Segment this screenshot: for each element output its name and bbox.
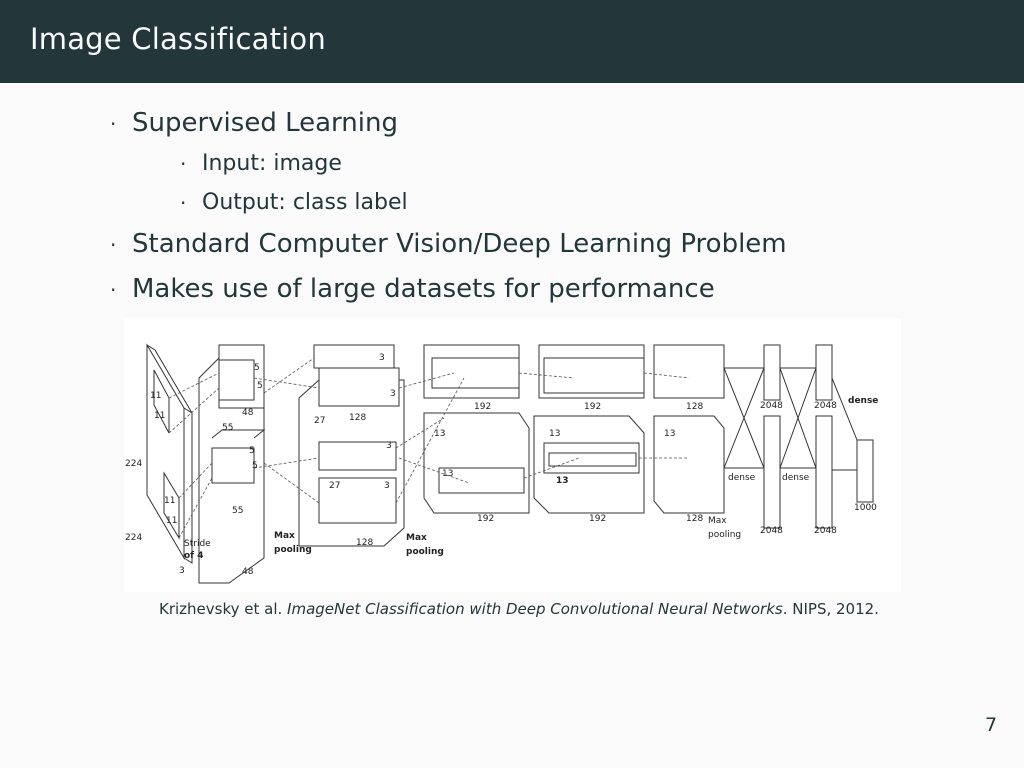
label-3a: 3 — [379, 353, 385, 363]
label-2048d: 2048 — [814, 526, 837, 536]
label-maxpool2b: pooling — [406, 547, 444, 557]
label-dense-a: dense — [728, 473, 756, 483]
label-48a: 48 — [242, 408, 254, 418]
label-13b: 13 — [442, 469, 453, 479]
label-3d: 3 — [384, 481, 390, 491]
bullet-item: · Standard Computer Vision/Deep Learning … — [110, 229, 787, 259]
label-5a: 5 — [254, 363, 260, 373]
bullet-dot-icon: · — [110, 111, 117, 136]
label-13d: 13 — [556, 476, 569, 486]
label-128d: 128 — [686, 514, 703, 524]
alexnet-architecture-figure: 224 224 3 11 11 11 11 Stride of 4 5 5 5 … — [124, 318, 901, 592]
label-stride-1: Stride — [184, 539, 211, 549]
label-11b: 11 — [154, 411, 165, 421]
page-number: 7 — [985, 714, 998, 736]
label-128a: 128 — [349, 413, 366, 423]
label-dense-b: dense — [782, 473, 810, 483]
bullet-dot-icon: · — [110, 277, 117, 302]
label-224b: 224 — [125, 533, 142, 543]
sub-bullet-text: Input: image — [202, 151, 342, 176]
label-192c: 192 — [584, 402, 601, 412]
label-11c: 11 — [164, 496, 175, 506]
bullet-item: · Makes use of large datasets for perform… — [110, 274, 715, 304]
label-224a: 224 — [125, 459, 142, 469]
bullet-item: · Supervised Learning — [110, 108, 398, 138]
label-3: 3 — [179, 566, 185, 576]
label-maxpool1a: Max — [274, 531, 295, 541]
caption-venue: . NIPS, 2012. — [782, 600, 879, 618]
label-128c: 128 — [686, 402, 703, 412]
label-1000: 1000 — [854, 503, 877, 513]
label-27a: 27 — [314, 416, 325, 426]
label-5d: 5 — [252, 461, 258, 471]
label-11a: 11 — [150, 391, 161, 401]
network-diagram: 224 224 3 11 11 11 11 Stride of 4 5 5 5 … — [125, 343, 878, 584]
slide-header: Image Classification — [0, 0, 1024, 83]
bullet-dot-icon: · — [110, 232, 117, 257]
caption-paper-title: ImageNet Classification with Deep Convol… — [287, 600, 783, 618]
label-3c: 3 — [386, 441, 392, 451]
label-192a: 192 — [474, 402, 491, 412]
label-5b: 5 — [257, 381, 263, 391]
caption-authors: Krizhevsky et al. — [159, 600, 288, 618]
label-13e: 13 — [664, 429, 675, 439]
label-5c: 5 — [249, 446, 255, 456]
bullet-text: Makes use of large datasets for performa… — [132, 274, 715, 304]
label-maxpool2a: Max — [406, 533, 427, 543]
label-maxpool1b: pooling — [274, 545, 312, 555]
bullet-dot-icon: · — [180, 191, 187, 215]
label-13a: 13 — [434, 429, 445, 439]
label-55a: 55 — [222, 423, 233, 433]
bullet-text: Supervised Learning — [132, 108, 398, 138]
label-2048b: 2048 — [814, 401, 837, 411]
sub-bullet-text: Output: class label — [202, 190, 408, 215]
label-stride-2: of 4 — [184, 551, 204, 561]
figure-caption: Krizhevsky et al. ImageNet Classificatio… — [159, 600, 879, 618]
label-11d: 11 — [166, 516, 177, 526]
label-192b: 192 — [477, 514, 494, 524]
bullet-dot-icon: · — [180, 152, 187, 176]
label-192d: 192 — [589, 514, 606, 524]
label-2048a: 2048 — [760, 401, 783, 411]
label-2048c: 2048 — [760, 526, 783, 536]
label-55b: 55 — [232, 506, 243, 516]
label-maxpool3b: pooling — [708, 530, 741, 540]
slide-title: Image Classification — [30, 22, 326, 56]
label-27b: 27 — [329, 481, 340, 491]
sub-bullet-item: · Output: class label — [180, 190, 408, 215]
sub-bullet-item: · Input: image — [180, 151, 342, 176]
label-maxpool3a: Max — [708, 516, 727, 526]
label-128b: 128 — [356, 538, 373, 548]
label-dense-c: dense — [848, 396, 878, 406]
label-3b: 3 — [390, 389, 396, 399]
label-13c: 13 — [549, 429, 560, 439]
label-48b: 48 — [242, 567, 254, 577]
bullet-text: Standard Computer Vision/Deep Learning P… — [132, 229, 787, 259]
